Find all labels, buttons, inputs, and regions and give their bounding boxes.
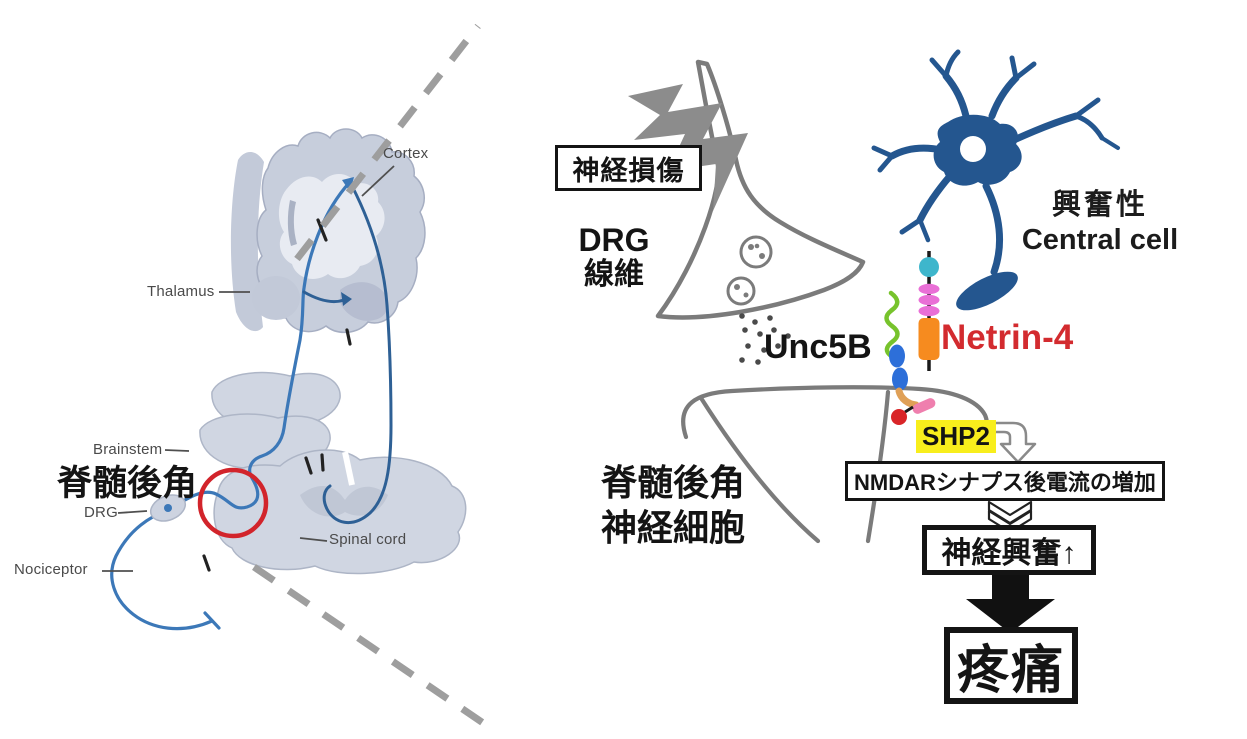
unc5b-ig-domain xyxy=(892,367,908,391)
neural-excitation-box: 神経興奮↑ xyxy=(922,525,1096,575)
nerve-injury-text: 神経損傷 xyxy=(572,155,685,186)
dendrite xyxy=(916,172,954,224)
dendrite-branch xyxy=(1100,136,1120,150)
thalamus-shape xyxy=(252,276,300,320)
drg-soma xyxy=(164,504,172,512)
central-cell-text: Central cell xyxy=(1021,224,1179,256)
drg-fiber-line1: DRG xyxy=(578,222,650,258)
dendrite xyxy=(988,74,1020,120)
solid-down-arrow xyxy=(966,575,1055,633)
dendrite-branch xyxy=(871,145,895,159)
netrin4-magenta-domain xyxy=(918,283,940,317)
neural-excitation-text: 神経興奮↑ xyxy=(941,537,1077,570)
dh-neuron-line1: 脊髄後角 xyxy=(601,462,746,503)
unc5b-transmembrane xyxy=(895,387,920,409)
dendrite-branch xyxy=(917,217,931,243)
drg-fiber-label: DRG 線維 xyxy=(558,222,670,292)
dashed-projection-lines xyxy=(252,23,491,730)
lower-dashed-line xyxy=(252,564,491,730)
dorsal-horn-neuron-label: 脊髄後角 神経細胞 xyxy=(601,461,745,550)
presynaptic-bouton xyxy=(956,271,1018,311)
upper-dashed-line xyxy=(294,23,481,262)
nociceptor-ending xyxy=(203,611,221,630)
pain-text: 疼痛 xyxy=(956,642,1065,700)
cortex-label: Cortex xyxy=(383,145,429,162)
pain-box: 疼痛 xyxy=(944,627,1078,704)
unc5b-ectodomain-squiggle xyxy=(884,290,900,358)
nmdar-current-text: NMDARシナプス後電流の増加 xyxy=(854,470,1156,495)
dendrite xyxy=(1010,112,1080,144)
shp2-badge: SHP2 xyxy=(916,420,996,453)
descending-pathway xyxy=(322,184,393,524)
drg-label: DRG xyxy=(84,504,118,521)
excitatory-text: 興奮性 xyxy=(1051,189,1148,221)
central-cell-neuron xyxy=(871,49,1120,311)
nociceptor-label: Nociceptor xyxy=(14,561,88,578)
shp2-signal-arrow xyxy=(986,421,1037,464)
dendrite xyxy=(942,72,970,120)
synaptic-vesicles xyxy=(726,235,773,306)
dorsal-horn-highlight-circle xyxy=(197,467,269,539)
cord-dorsal-notch xyxy=(342,451,355,486)
thalamic-branch xyxy=(302,290,346,304)
unc5b-ig-domain xyxy=(889,344,905,368)
dendrite-branch xyxy=(1073,113,1105,141)
spinal-cord-section xyxy=(213,449,467,575)
netrin4-label: Netrin-4 xyxy=(941,318,1074,357)
dh-neuron-line2: 神経細胞 xyxy=(601,506,746,548)
nmdar-current-box: NMDARシナプス後電流の増加 xyxy=(845,461,1165,501)
phospho-site xyxy=(891,409,907,425)
dendrite-branch xyxy=(1013,61,1037,81)
spinal-cord-label: Spinal cord xyxy=(329,531,407,548)
dendrite-branch xyxy=(899,217,923,235)
dendrite-branch xyxy=(1009,55,1019,81)
netrin4-cyan-domain xyxy=(919,257,939,277)
netrin4-ligand xyxy=(918,251,940,371)
dorsal-horn-label-left: 脊髄後角 xyxy=(57,464,198,503)
label-leader-lines xyxy=(102,165,395,572)
deep-structure xyxy=(340,282,388,321)
unc5b-receptor xyxy=(884,290,936,425)
central-cell-label: 興奮性 Central cell xyxy=(1005,191,1195,255)
dendrite-branch xyxy=(1073,97,1101,119)
cord-gray-matter xyxy=(300,485,388,517)
nerve-injury-box: 神経損傷 xyxy=(555,145,702,191)
drg-fiber-line2: 線維 xyxy=(584,258,644,292)
dendrite-branch xyxy=(943,49,961,79)
unc5b-label: Unc5B xyxy=(764,328,872,366)
dendrite-branch xyxy=(929,57,949,79)
ventricle xyxy=(287,200,297,246)
branch-arrowhead xyxy=(341,292,352,306)
thalamus-label: Thalamus xyxy=(147,283,215,300)
netrin4-orange-domain xyxy=(918,318,940,360)
unc5b-intracellular-domain xyxy=(912,398,936,414)
brainstem-label: Brainstem xyxy=(93,441,163,458)
soma-nucleus-hole xyxy=(960,136,986,162)
axon xyxy=(982,182,1004,276)
released-molecule-dots xyxy=(739,313,791,365)
dendrite-branch xyxy=(877,153,895,173)
direction-ticks xyxy=(202,218,352,572)
